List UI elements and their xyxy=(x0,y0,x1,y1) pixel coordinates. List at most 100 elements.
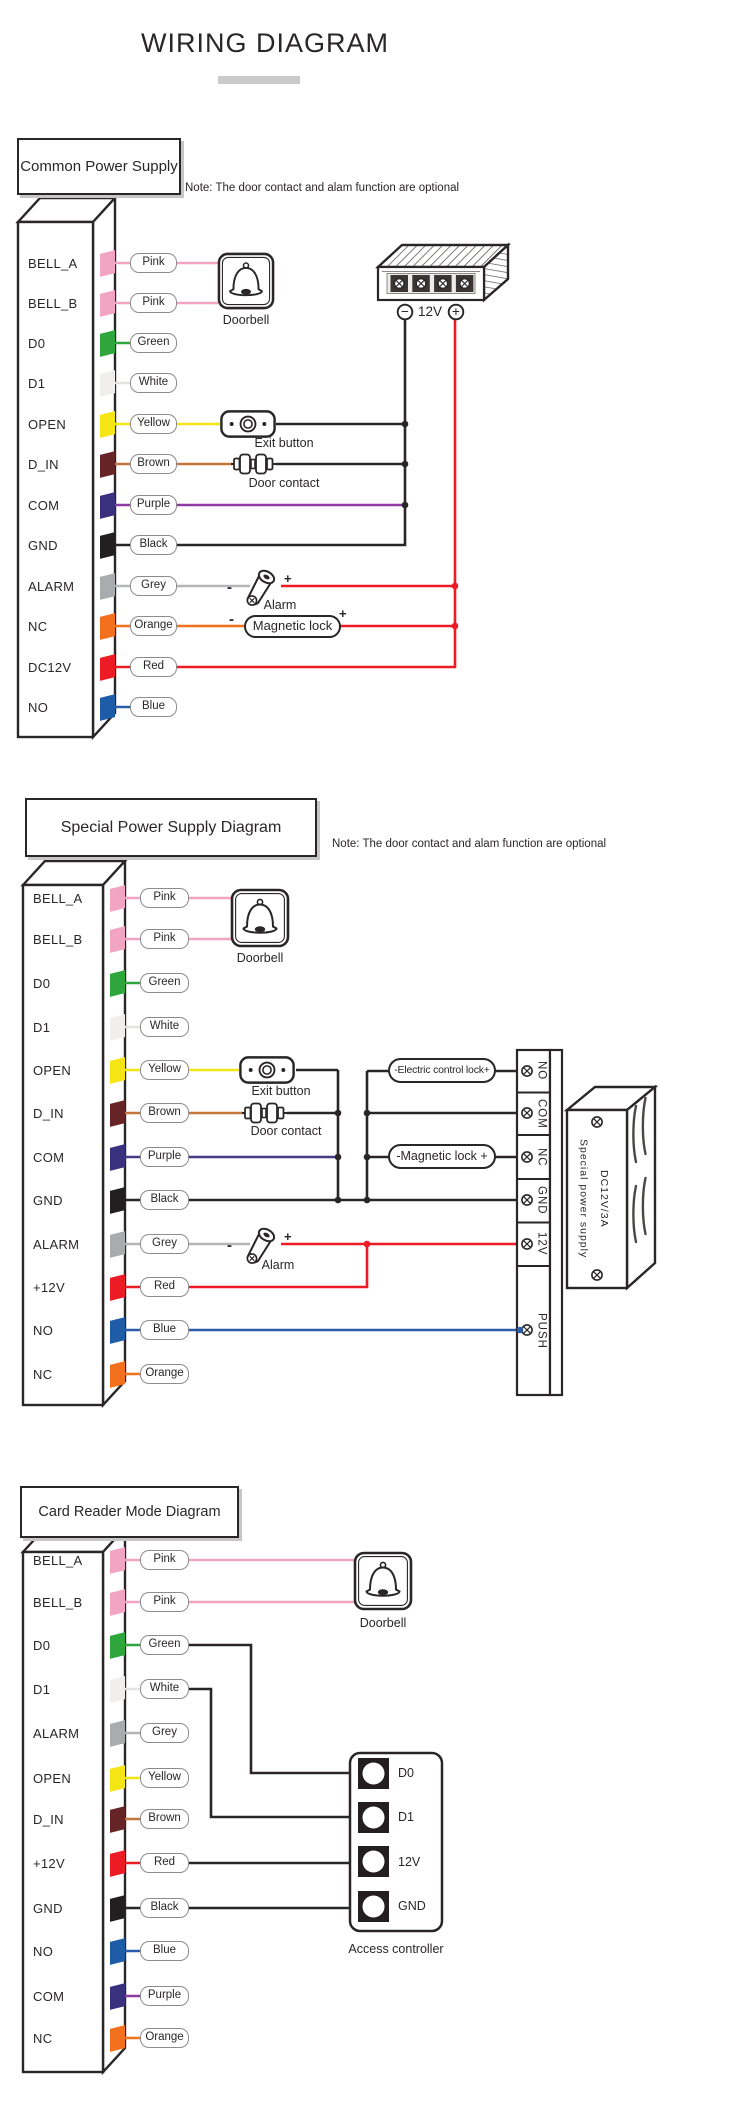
terminal-screw-icon xyxy=(393,277,405,290)
pin-row: D_IN Brown xyxy=(0,1100,460,1127)
wire-tag xyxy=(110,1589,125,1616)
doorbell-label: Doorbell xyxy=(359,1616,407,1630)
section-heading-special-power-supply: Special Power Supply Diagram xyxy=(25,798,317,857)
terminal-screw-icon xyxy=(521,1324,533,1336)
pin-label: GND xyxy=(33,1193,63,1208)
doorbell-label: Doorbell xyxy=(222,313,270,327)
wire-dc12v-to-psu-plus xyxy=(175,319,457,669)
wire-color-pill: White xyxy=(140,1679,189,1699)
wire-tag xyxy=(100,250,115,277)
access-controller-label: Access controller xyxy=(348,1942,444,1956)
wire-color-pill: Red xyxy=(130,657,177,677)
wire-tag xyxy=(110,1806,125,1833)
terminal-screw-icon xyxy=(521,1238,533,1250)
wire-tag xyxy=(100,573,115,600)
alarm-plus-sign: + xyxy=(284,571,292,586)
junction-dots-s2 xyxy=(334,1109,524,1334)
wire-color-pill: Pink xyxy=(140,1592,189,1612)
terminal-screw-icon xyxy=(437,277,449,290)
section-heading-label: Special Power Supply Diagram xyxy=(60,818,282,836)
wire-tag xyxy=(110,1983,125,2010)
magnetic-lock: Magnetic lock xyxy=(244,615,341,638)
wire-color-pill: Pink xyxy=(140,1550,189,1570)
pin-label: OPEN xyxy=(28,417,67,432)
psu-vents xyxy=(632,1096,647,1244)
wire-tag xyxy=(100,370,115,397)
pin-label: BELL_A xyxy=(33,891,83,906)
section-note: Note: The door contact and alam function… xyxy=(185,182,460,194)
door-contact-label: Door contact xyxy=(248,476,320,490)
wire-tag xyxy=(110,1100,125,1127)
wire-color-pill: Blue xyxy=(130,697,177,717)
wire-color-pill: Brown xyxy=(140,1809,189,1829)
wire-color-pill: Blue xyxy=(140,1941,189,1961)
wire-color-pill: Pink xyxy=(140,929,189,949)
wire-tag xyxy=(100,613,115,640)
wire-tag xyxy=(110,1317,125,1344)
wire-plus12v xyxy=(188,1244,369,1289)
wire-color-pill: Purple xyxy=(140,1986,189,2006)
wire-tag xyxy=(100,411,115,438)
access-device-s3 xyxy=(20,1524,128,2076)
alarm-label: Alarm xyxy=(263,598,297,612)
section-heading-label: Common Power Supply xyxy=(20,158,178,175)
pin-label: NO xyxy=(33,1323,54,1338)
pin-label: +12V xyxy=(33,1280,65,1295)
wire-tag xyxy=(110,926,125,953)
port-label-gnd: GND xyxy=(398,1899,426,1913)
psu-minus-label: − xyxy=(401,304,409,319)
wire-tag xyxy=(110,1361,125,1388)
wire-color-pill: Pink xyxy=(140,888,189,908)
wire-tag xyxy=(110,1187,125,1214)
psu-minus-terminal xyxy=(396,303,414,321)
terminal-screw-icon xyxy=(415,277,427,290)
pin-label: NC xyxy=(28,619,48,634)
wire-color-pill: Brown xyxy=(140,1103,189,1123)
terminal-screw-icon xyxy=(521,1151,533,1163)
wire-tag xyxy=(100,532,115,559)
lock-minus-sign: - xyxy=(229,611,234,628)
pin-label: OPEN xyxy=(33,1063,72,1078)
pin-label: D1 xyxy=(33,1682,51,1697)
wire-tag xyxy=(110,2025,125,2052)
wire-color-pill: Black xyxy=(140,1190,189,1210)
wire-color-pill: Purple xyxy=(140,1147,189,1167)
pin-row: D1 White xyxy=(0,1676,460,1703)
wire-tag xyxy=(110,1274,125,1301)
psu-name-label: Special power supply xyxy=(577,1139,590,1259)
pin-label: OPEN xyxy=(33,1771,72,1786)
wire-color-pill: Green xyxy=(130,333,177,353)
pin-label: D_IN xyxy=(33,1106,64,1121)
wire-color-pill: Yellow xyxy=(140,1060,189,1080)
wire-color-pill: Grey xyxy=(140,1723,189,1743)
wire-color-pill: Purple xyxy=(130,495,177,515)
pin-label: BELL_A xyxy=(33,1553,83,1568)
power-supply-12v xyxy=(375,242,511,321)
wire-tag xyxy=(110,1720,125,1747)
wire-tag xyxy=(110,1057,125,1084)
wire-tag xyxy=(100,290,115,317)
wire-tag xyxy=(110,885,125,912)
access-device-s2 xyxy=(20,857,128,1409)
pin-label: BELL_B xyxy=(33,932,83,947)
terminal-label-push: PUSH xyxy=(535,1312,548,1349)
alarm-label: Alarm xyxy=(261,1258,295,1272)
pin-label: GND xyxy=(28,538,58,553)
door-contact-label: Door contact xyxy=(250,1124,322,1138)
pin-label: GND xyxy=(33,1901,63,1916)
wire-color-pill: Grey xyxy=(130,576,177,596)
section-heading-card-reader-mode: Card Reader Mode Diagram xyxy=(20,1486,239,1538)
wire-tag xyxy=(110,1765,125,1792)
wire-color-pill: Pink xyxy=(130,293,177,313)
